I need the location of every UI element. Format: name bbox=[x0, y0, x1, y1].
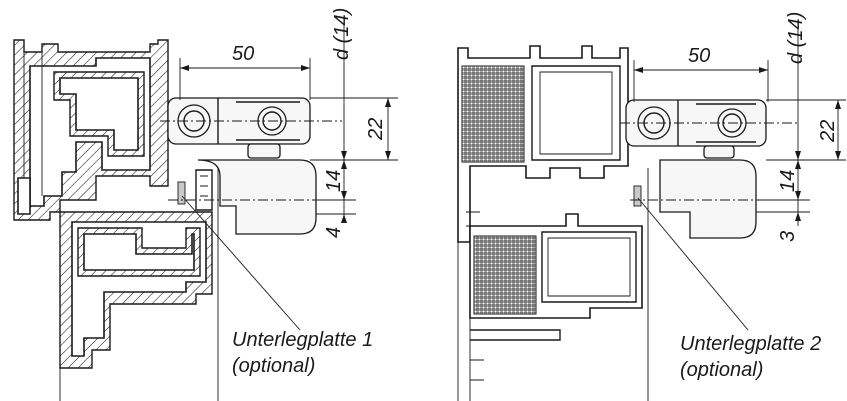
left-depth-dimension bbox=[341, 20, 347, 222]
right-note-line2: (optional) bbox=[680, 359, 763, 381]
left-14-dimension bbox=[316, 191, 356, 223]
left-detail: 50 d (14) 22 14 4 Unterlegplatte 1 bbox=[13, 8, 398, 401]
left-width-label: 50 bbox=[232, 43, 254, 65]
left-note-line2: (optional) bbox=[232, 355, 315, 377]
right-hinge bbox=[625, 99, 767, 239]
left-dim-bottom: 4 bbox=[323, 227, 345, 238]
right-note-leader bbox=[637, 197, 749, 331]
right-width-label: 50 bbox=[688, 45, 710, 67]
right-detail: 50 d (14) 22 14 3 Unterlegplatte 2 bbox=[457, 12, 846, 401]
right-dim-14: 14 bbox=[777, 170, 799, 192]
right-dim-22: 22 bbox=[817, 120, 839, 143]
right-sash-profile bbox=[469, 168, 649, 401]
left-note-leader bbox=[181, 195, 301, 331]
right-14-dimension bbox=[756, 191, 810, 221]
left-hinge bbox=[167, 97, 317, 235]
left-note-line1: Unterlegplatte 1 bbox=[232, 329, 373, 351]
left-frame-profile bbox=[13, 39, 169, 221]
left-sash-profile bbox=[59, 168, 219, 401]
left-d-label: d (14) bbox=[331, 8, 353, 60]
right-dim-bottom: 3 bbox=[777, 231, 799, 242]
right-width-dimension bbox=[633, 60, 769, 102]
left-dim-14: 14 bbox=[323, 170, 345, 192]
left-22-dimension bbox=[310, 97, 398, 161]
left-dim-22: 22 bbox=[365, 118, 387, 141]
left-width-dimension bbox=[179, 58, 311, 100]
right-frame-profile bbox=[457, 45, 629, 401]
right-frame-insulation bbox=[461, 65, 525, 163]
right-d-label: d (14) bbox=[785, 12, 807, 64]
right-22-dimension bbox=[766, 99, 846, 161]
right-sash-insulation bbox=[473, 235, 537, 315]
right-note-line1: Unterlegplatte 2 bbox=[680, 333, 821, 355]
